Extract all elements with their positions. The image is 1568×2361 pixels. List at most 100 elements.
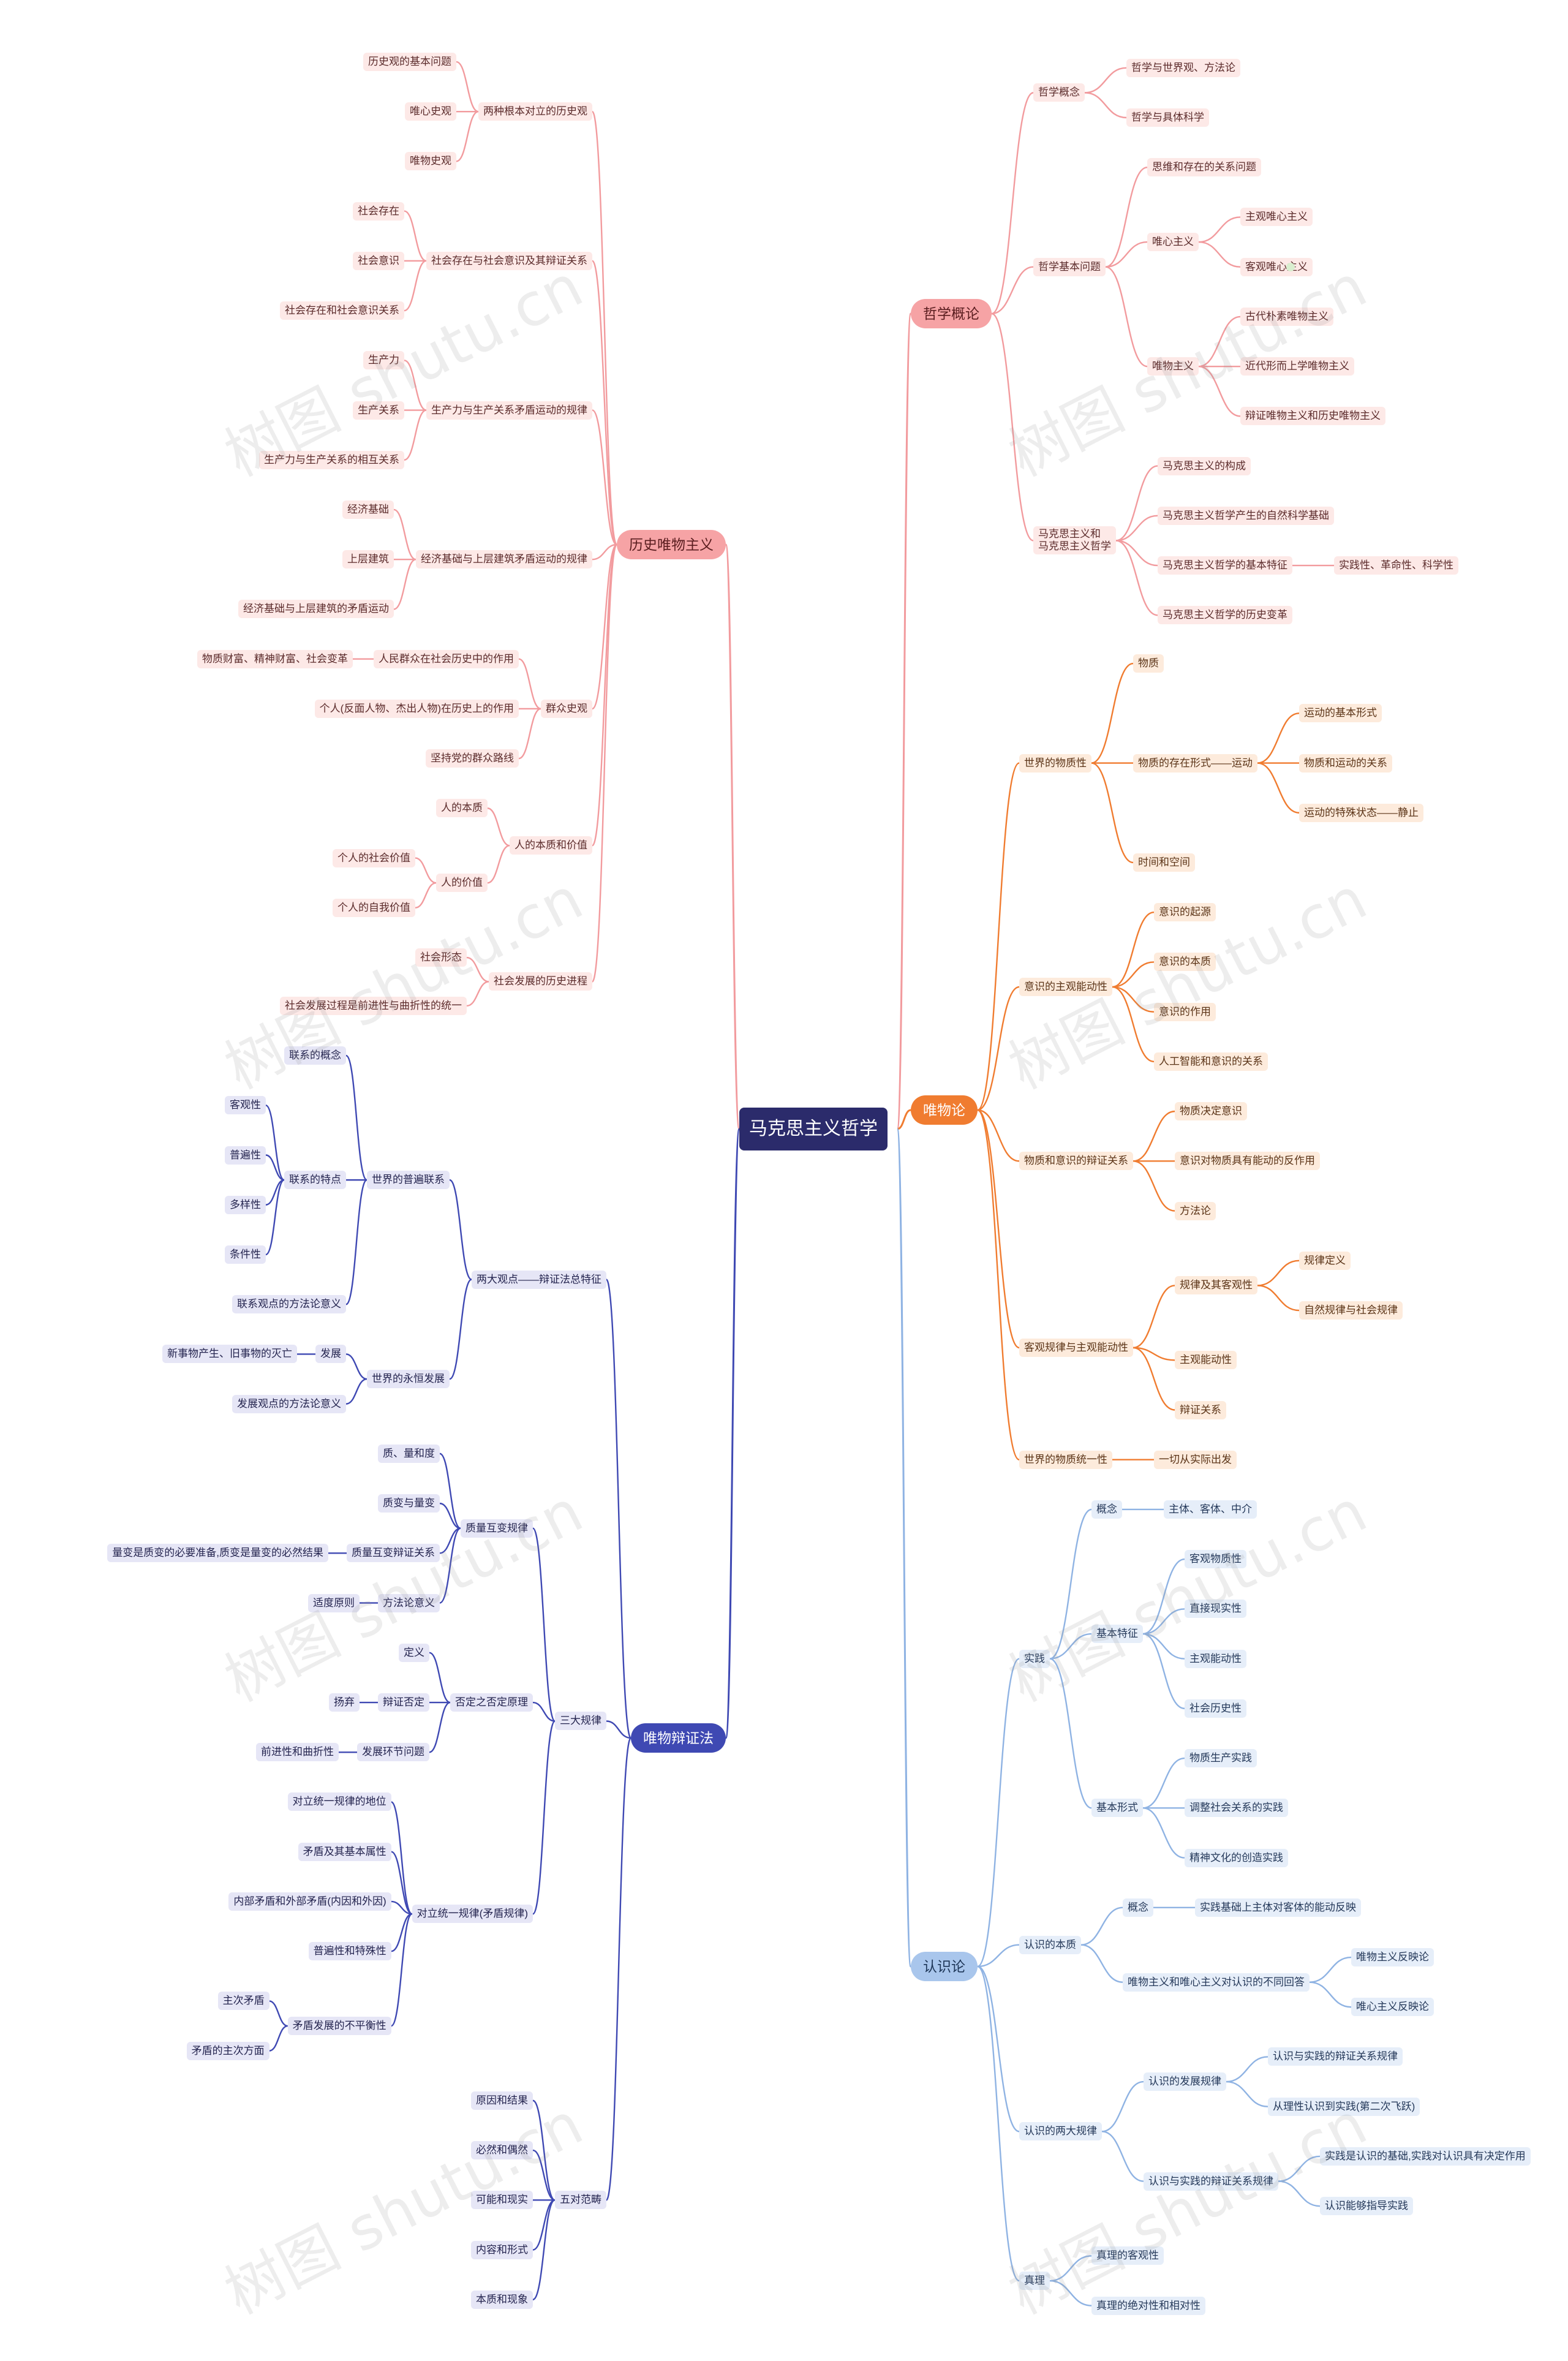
- topic-node[interactable]: 必然和偶然: [471, 2141, 533, 2160]
- topic-node[interactable]: 新事物产生、旧事物的灭亡: [162, 1345, 297, 1364]
- topic-node[interactable]: 认识与实践的辩证关系规律: [1268, 2047, 1403, 2066]
- topic-node[interactable]: 唯物主义和唯心主义对认识的不同回答: [1123, 1973, 1310, 1992]
- topic-node[interactable]: 基本形式: [1091, 1799, 1143, 1818]
- topic-node[interactable]: 人的本质: [436, 799, 488, 818]
- topic-node[interactable]: 五对范畴: [555, 2191, 606, 2210]
- topic-node[interactable]: 意识的本质: [1154, 953, 1216, 972]
- topic-node[interactable]: 唯物史观: [405, 152, 456, 171]
- topic-node[interactable]: 群众史观: [541, 699, 592, 718]
- topic-node[interactable]: 真理的绝对性和相对性: [1091, 2296, 1205, 2315]
- topic-node[interactable]: 内部矛盾和外部矛盾(内因和外因): [228, 1892, 391, 1911]
- topic-node[interactable]: 发展观点的方法论意义: [232, 1394, 346, 1413]
- topic-node[interactable]: 对立统一规律的地位: [287, 1792, 391, 1811]
- topic-node[interactable]: 真理: [1019, 2272, 1050, 2291]
- topic-node[interactable]: 质变与量变: [378, 1494, 440, 1513]
- branch-topic[interactable]: 认识论: [911, 1952, 978, 1981]
- topic-node[interactable]: 联系观点的方法论意义: [232, 1295, 346, 1314]
- topic-node[interactable]: 规律定义: [1299, 1251, 1351, 1270]
- topic-node[interactable]: 对立统一规律(矛盾规律): [412, 1905, 533, 1924]
- topic-node[interactable]: 唯物主义: [1147, 357, 1199, 376]
- topic-node[interactable]: 两大观点——辩证法总特征: [472, 1270, 606, 1289]
- topic-node[interactable]: 思维和存在的关系问题: [1147, 158, 1261, 177]
- topic-node[interactable]: 物质的存在形式——运动: [1133, 754, 1257, 773]
- topic-node[interactable]: 人的本质和价值: [510, 836, 592, 855]
- topic-node[interactable]: 普遍性: [225, 1146, 266, 1165]
- topic-node[interactable]: 马克思主义哲学的基本特征: [1158, 556, 1292, 575]
- topic-node[interactable]: 矛盾的主次方面: [186, 2041, 270, 2060]
- topic-node[interactable]: 方法论: [1175, 1201, 1216, 1220]
- topic-node[interactable]: 辩证唯物主义和历史唯物主义: [1240, 407, 1385, 426]
- topic-node[interactable]: 多样性: [225, 1195, 266, 1214]
- topic-node[interactable]: 两种根本对立的历史观: [478, 102, 592, 121]
- topic-node[interactable]: 直接现实性: [1185, 1600, 1246, 1619]
- topic-node[interactable]: 从理性认识到实践(第二次飞跃): [1268, 2097, 1420, 2116]
- topic-node[interactable]: 社会存在与社会意识及其辩证关系: [426, 251, 592, 270]
- topic-node[interactable]: 三大规律: [555, 1712, 606, 1731]
- topic-node[interactable]: 近代形而上学唯物主义: [1240, 357, 1354, 376]
- topic-node[interactable]: 意识的作用: [1154, 1002, 1216, 1021]
- topic-node[interactable]: 实践: [1019, 1649, 1050, 1668]
- topic-node[interactable]: 社会形态: [415, 948, 467, 967]
- branch-topic[interactable]: 唯物论: [911, 1095, 978, 1125]
- topic-node[interactable]: 原因和结果: [471, 2091, 533, 2110]
- topic-node[interactable]: 实践是认识的基础,实践对认识具有决定作用: [1320, 2147, 1531, 2166]
- topic-node[interactable]: 个人的自我价值: [333, 898, 415, 917]
- topic-node[interactable]: 认识的发展规律: [1144, 2072, 1226, 2091]
- topic-node[interactable]: 马克思主义和 马克思主义哲学: [1033, 526, 1116, 555]
- topic-node[interactable]: 唯心主义: [1147, 233, 1199, 252]
- topic-node[interactable]: 发展: [315, 1345, 346, 1364]
- branch-topic[interactable]: 历史唯物主义: [617, 530, 726, 559]
- topic-node[interactable]: 历史观的基本问题: [363, 52, 456, 71]
- topic-node[interactable]: 精神文化的创造实践: [1185, 1848, 1288, 1867]
- topic-node[interactable]: 认识的本质: [1019, 1935, 1081, 1954]
- topic-node[interactable]: 坚持党的群众路线: [426, 749, 519, 768]
- topic-node[interactable]: 运动的基本形式: [1299, 704, 1382, 723]
- topic-node[interactable]: 主观能动性: [1185, 1649, 1246, 1668]
- topic-node[interactable]: 真理的客观性: [1091, 2246, 1164, 2265]
- topic-node[interactable]: 物质和运动的关系: [1299, 754, 1392, 773]
- topic-node[interactable]: 社会历史性: [1185, 1699, 1246, 1718]
- topic-node[interactable]: 认识的两大规律: [1019, 2122, 1102, 2141]
- topic-node[interactable]: 物质生产实践: [1185, 1749, 1257, 1768]
- topic-node[interactable]: 人工智能和意识的关系: [1154, 1052, 1268, 1071]
- topic-node[interactable]: 质量互变辩证关系: [347, 1544, 440, 1563]
- topic-node[interactable]: 主次矛盾: [217, 1992, 270, 2011]
- topic-node[interactable]: 认识与实践的辩证关系规律: [1144, 2172, 1278, 2191]
- topic-node[interactable]: 基本特征: [1091, 1625, 1143, 1644]
- topic-node[interactable]: 可能和现实: [471, 2191, 533, 2210]
- topic-node[interactable]: 适度原则: [308, 1593, 360, 1612]
- topic-node[interactable]: 量变是质变的必要准备,质变是量变的必然结果: [107, 1544, 328, 1563]
- topic-node[interactable]: 矛盾发展的不平衡性: [287, 2017, 391, 2036]
- topic-node[interactable]: 联系的概念: [284, 1046, 346, 1065]
- topic-node[interactable]: 客观性: [225, 1096, 266, 1115]
- topic-node[interactable]: 社会发展过程是前进性与曲折性的统一: [280, 996, 467, 1015]
- topic-node[interactable]: 内容和形式: [471, 2240, 533, 2259]
- topic-node[interactable]: 人民群众在社会历史中的作用: [374, 649, 519, 668]
- topic-node[interactable]: 定义: [399, 1643, 429, 1662]
- topic-node[interactable]: 人的价值: [436, 874, 488, 893]
- topic-node[interactable]: 主体、客体、中介: [1164, 1500, 1257, 1519]
- topic-node[interactable]: 方法论意义: [378, 1593, 440, 1612]
- topic-node[interactable]: 认识能够指导实践: [1320, 2197, 1413, 2216]
- topic-node[interactable]: 意识的主观能动性: [1019, 978, 1112, 997]
- topic-node[interactable]: 一切从实际出发: [1154, 1450, 1237, 1469]
- branch-topic[interactable]: 唯物辩证法: [631, 1723, 726, 1753]
- topic-node[interactable]: 质、量和度: [378, 1444, 440, 1463]
- topic-node[interactable]: 客观物质性: [1185, 1550, 1246, 1569]
- topic-node[interactable]: 哲学基本问题: [1033, 257, 1106, 276]
- topic-node[interactable]: 社会发展的历史进程: [489, 972, 592, 991]
- topic-node[interactable]: 客观规律与主观能动性: [1019, 1338, 1133, 1357]
- topic-node[interactable]: 概念: [1091, 1500, 1122, 1519]
- topic-node[interactable]: 实践基础上主体对客体的能动反映: [1195, 1898, 1361, 1917]
- topic-node[interactable]: 辩证关系: [1175, 1400, 1226, 1419]
- topic-node[interactable]: 唯物主义反映论: [1351, 1948, 1434, 1967]
- topic-node[interactable]: 马克思主义的构成: [1158, 456, 1251, 475]
- topic-node[interactable]: 概念: [1123, 1898, 1153, 1917]
- topic-node[interactable]: 世界的普遍联系: [367, 1171, 450, 1190]
- topic-node[interactable]: 古代朴素唯物主义: [1240, 307, 1333, 326]
- topic-node[interactable]: 社会存在和社会意识关系: [280, 301, 404, 320]
- topic-node[interactable]: 社会意识: [353, 251, 404, 270]
- topic-node[interactable]: 辩证否定: [378, 1693, 429, 1712]
- topic-node[interactable]: 扬弃: [329, 1693, 360, 1712]
- topic-node[interactable]: 经济基础与上层建筑矛盾运动的规律: [416, 550, 592, 569]
